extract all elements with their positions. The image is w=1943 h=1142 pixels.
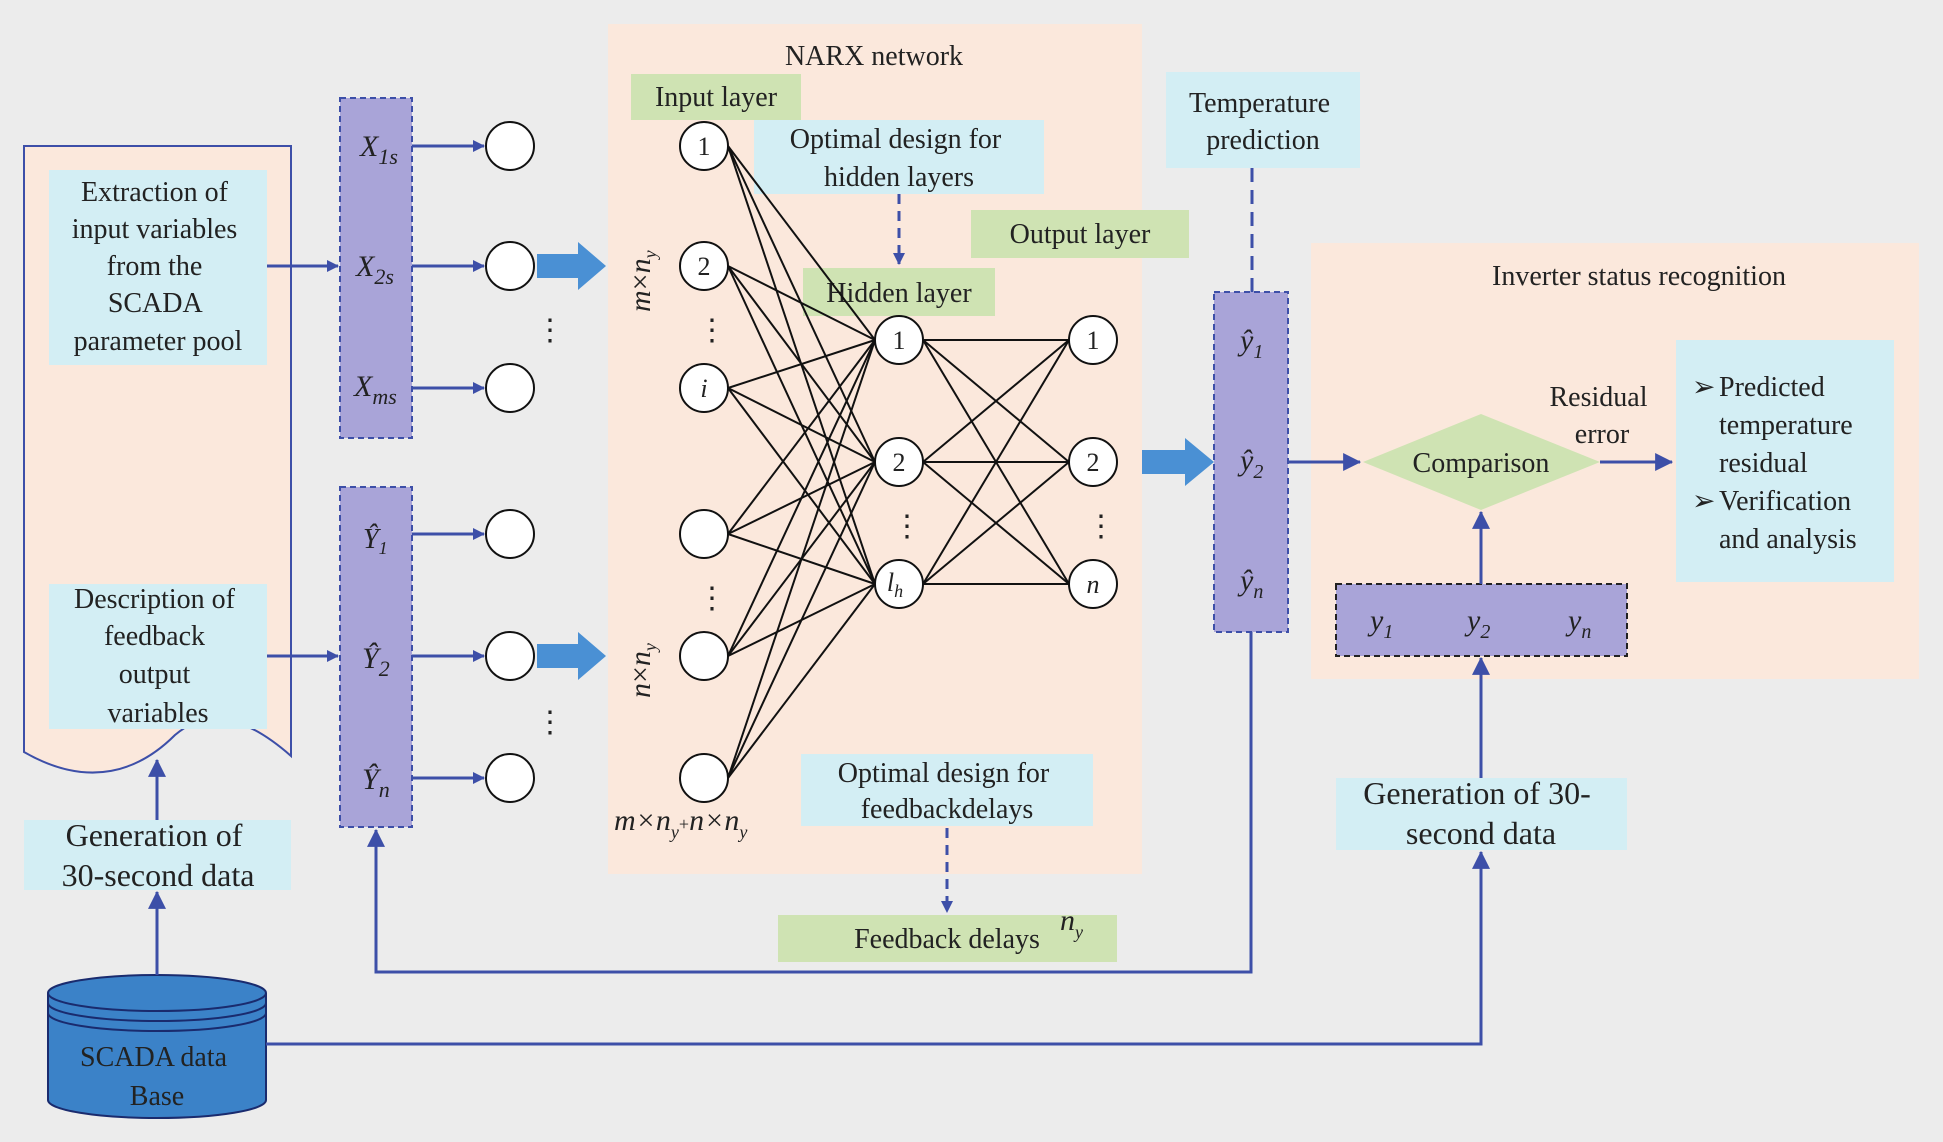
svg-text:2: 2 xyxy=(1087,448,1100,477)
svg-text:1: 1 xyxy=(1087,326,1100,355)
feedback-loop-line xyxy=(367,632,1253,974)
input-hidden-connection xyxy=(727,461,876,779)
ellipsis-y: ⋮ xyxy=(535,706,565,739)
x-var-2: X2s xyxy=(355,250,394,289)
x-var-1: X1s xyxy=(359,130,398,169)
svg-text:1: 1 xyxy=(893,326,906,355)
input-node-1: 1 xyxy=(679,121,729,171)
hidden-design-label: Optimal design for hidden layers xyxy=(790,124,1009,193)
feedback-design-label: Optimal design for feedbackdelays xyxy=(838,758,1057,825)
y-pred-n: ŷn xyxy=(1237,564,1263,603)
dim-top-label: m×ny xyxy=(624,250,660,312)
y-pred-2: ŷ2 xyxy=(1237,444,1263,483)
generation-right-label: Generation of 30- second data xyxy=(1363,775,1598,851)
comparison-label: Comparison xyxy=(1413,448,1550,479)
output-ellipsis: ⋮ xyxy=(1086,510,1116,543)
feedback-description-box xyxy=(49,584,267,729)
generation-right-box xyxy=(1336,778,1627,850)
input-layer-box xyxy=(631,74,801,120)
input-hidden-connection xyxy=(727,339,876,535)
narx-title: NARX network xyxy=(785,41,963,72)
input-hidden-connection xyxy=(727,339,876,657)
hidden-layer-label: Hidden layer xyxy=(826,278,972,309)
input-hidden-connection xyxy=(727,339,876,389)
y-hat-var-2: Ŷ2 xyxy=(362,642,390,681)
actual-y-1: y1 xyxy=(1367,604,1393,643)
output-node-n: n xyxy=(1068,559,1118,609)
svg-text:2: 2 xyxy=(893,448,906,477)
feedback-design-box xyxy=(801,754,1093,826)
y-hat-var-1: Ŷ1 xyxy=(363,524,388,558)
residual-error-label: Residual error xyxy=(1550,382,1655,450)
input-node-2: 2 xyxy=(679,241,729,291)
feedback-description-label: Description of feedback output variables xyxy=(74,584,242,729)
svg-text:lh: lh xyxy=(887,568,903,601)
input-node-i: i xyxy=(679,363,729,413)
output-node-1: 1 xyxy=(1068,315,1118,365)
input-hidden-connection xyxy=(727,583,876,779)
database-label: SCADA data Base xyxy=(80,1042,234,1112)
actual-y-n: yn xyxy=(1565,604,1591,643)
y-pred-1: ŷ1 xyxy=(1237,324,1263,363)
variable-arrows xyxy=(412,140,485,784)
input-ellipsis-top: ⋮ xyxy=(697,314,727,347)
x-var-m: Xms xyxy=(353,370,397,409)
feedback-delays-label: Feedback delays xyxy=(854,924,1040,955)
feedback-delays-symbol: ny xyxy=(1060,904,1083,942)
output-node-2: 2 xyxy=(1068,437,1118,487)
result-item-2: ➢ Verification and analysis xyxy=(1692,486,1858,555)
input-hidden-connection xyxy=(727,387,876,463)
input-hidden-connection xyxy=(727,387,876,585)
hidden-output-connection xyxy=(922,339,1070,463)
generation-left-box xyxy=(24,820,291,890)
svg-text:i: i xyxy=(700,374,707,403)
temperature-prediction-label: Temperature prediction xyxy=(1189,88,1337,156)
input-node-4 xyxy=(679,509,729,559)
input-node-6 xyxy=(679,753,729,803)
hidden-node-lh: lh xyxy=(874,559,924,609)
feedback-delays-box xyxy=(778,915,1117,962)
hidden-node-1: 1 xyxy=(874,315,924,365)
hidden-output-connection xyxy=(922,461,1070,585)
input-node-5 xyxy=(679,631,729,681)
recognition-title: Inverter status recognition xyxy=(1492,261,1786,292)
result-box xyxy=(1676,340,1894,582)
svg-text:2: 2 xyxy=(698,252,711,281)
hidden-ellipsis: ⋮ xyxy=(892,510,922,543)
hidden-layer-box xyxy=(803,268,995,316)
y-hat-var-n: Ŷn xyxy=(362,763,390,802)
input-hidden-connection xyxy=(727,265,876,341)
scada-database: SCADA data Base xyxy=(47,974,267,1119)
database-to-generation-line xyxy=(266,850,1490,1046)
input-circles xyxy=(485,121,535,803)
input-layer-label: Input layer xyxy=(655,82,778,113)
big-input-arrows xyxy=(537,242,1214,680)
actual-y-2: y2 xyxy=(1464,604,1490,643)
output-layer-box xyxy=(971,210,1189,258)
actual-values-box xyxy=(1335,583,1628,657)
svg-text:1: 1 xyxy=(698,132,711,161)
dim-total-label: m×ny+n×ny xyxy=(614,804,747,842)
output-layer-label: Output layer xyxy=(1010,219,1151,250)
input-ellipsis-bottom: ⋮ xyxy=(697,582,727,615)
extraction-label-box xyxy=(49,170,267,365)
network-connections xyxy=(727,145,1070,779)
comparison-diamond xyxy=(1363,414,1600,510)
ellipsis-x: ⋮ xyxy=(535,314,565,347)
hidden-output-connection xyxy=(922,339,1070,585)
generation-left-label: Generation of 30-second data xyxy=(62,817,255,893)
dim-bottom-label: n×ny xyxy=(624,643,660,698)
source-arrows xyxy=(267,260,339,662)
temperature-prediction-box xyxy=(1166,72,1360,168)
hidden-design-box xyxy=(754,120,1044,194)
result-item-1: ➢ Predicted temperature residual xyxy=(1692,372,1860,479)
svg-text:n: n xyxy=(1087,570,1100,599)
input-hidden-connection xyxy=(727,339,876,779)
hidden-node-2: 2 xyxy=(874,437,924,487)
input-hidden-connection xyxy=(727,145,876,341)
x-variables-box xyxy=(339,97,413,439)
extraction-label: Extraction of input variables from the S… xyxy=(72,177,245,357)
